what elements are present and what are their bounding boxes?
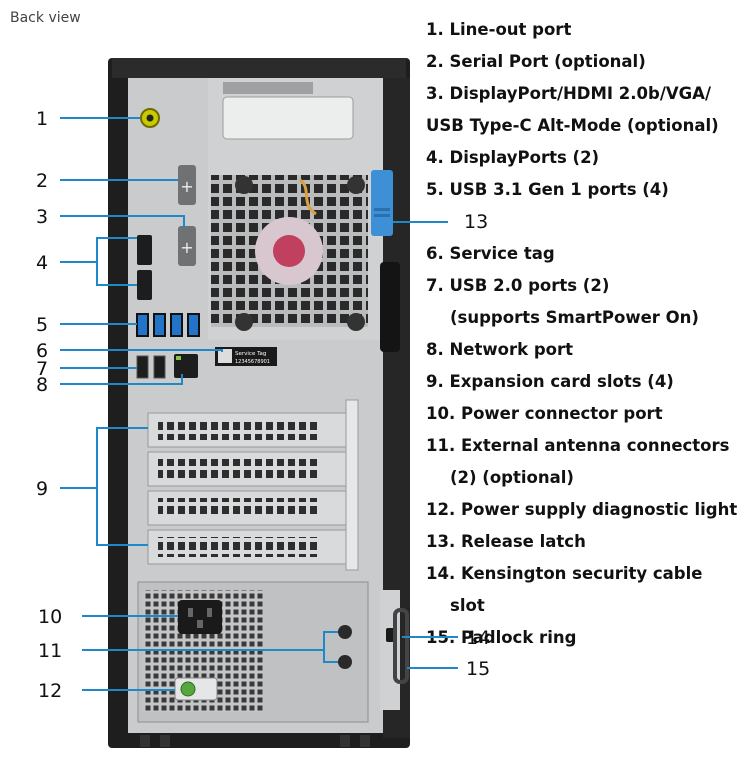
callout-number-8: 8 (36, 374, 48, 396)
legend-item: 3. DisplayPort/HDMI 2.0b/VGA/ (426, 84, 711, 103)
callout-number-11: 11 (38, 640, 62, 662)
legend-item: 14. Kensington security cable (426, 564, 703, 583)
callout-number-1: 1 (36, 108, 48, 130)
legend-item: 6. Service tag (426, 244, 555, 263)
legend-item: 15. Padlock ring (426, 628, 577, 647)
padlock-ring[interactable] (393, 608, 409, 684)
network-port-led (176, 356, 181, 360)
callout-number-12: 12 (38, 680, 62, 702)
legend-list: 1. Line-out port 2. Serial Port (optiona… (426, 14, 744, 654)
fan-hub-center (273, 235, 305, 267)
callout-number-2: 2 (36, 170, 48, 192)
callout-number-9: 9 (36, 478, 48, 500)
power-connector-pin (207, 608, 212, 617)
power-connector-port[interactable] (178, 600, 222, 634)
release-latch[interactable] (371, 170, 393, 236)
callout-number-3: 3 (36, 206, 48, 228)
release-latch-grip (374, 208, 390, 211)
expansion-slot-grille (158, 420, 318, 440)
leader-line-4a (60, 237, 137, 263)
callout-number-6: 6 (36, 340, 48, 362)
legend-item: 10. Power connector port (426, 404, 663, 423)
serial-port-symbol: + (180, 177, 193, 196)
leader-line-11 (82, 631, 338, 651)
chassis-top-lip (112, 58, 406, 78)
callout-number-5: 5 (36, 314, 48, 336)
leader-line-11b (323, 650, 338, 663)
service-tag-code: 12345678901 (235, 359, 270, 365)
view-title: Back view (10, 10, 81, 26)
leader-line-9b (96, 488, 148, 546)
displayport-1[interactable] (137, 235, 152, 265)
usb-3-1-port[interactable] (153, 313, 166, 337)
chassis-foot (360, 735, 370, 747)
legend-item: 4. DisplayPorts (2) (426, 148, 600, 167)
video-port-symbol: + (180, 238, 193, 257)
callout-number-15: 15 (466, 658, 490, 680)
legend-item: slot (450, 596, 485, 615)
expansion-slot-grille (158, 537, 318, 557)
leader-line-8 (60, 374, 183, 385)
side-handle (380, 262, 400, 352)
legend-item: 1. Line-out port (426, 20, 572, 39)
antenna-connector[interactable] (338, 655, 352, 669)
expansion-slot-grille (158, 498, 318, 518)
serial-port-optional[interactable] (178, 165, 196, 205)
legend-item: 7. USB 2.0 ports (2) (426, 276, 610, 295)
fan-wires (298, 178, 317, 216)
usb-2-0-port[interactable] (136, 355, 149, 379)
chassis-foot (160, 735, 170, 747)
release-latch-grip (374, 214, 390, 217)
leader-lines (60, 117, 458, 691)
power-connector-pin (188, 608, 193, 617)
legend-item: USB Type-C Alt-Mode (optional) (426, 116, 719, 135)
usb-2-0-port[interactable] (153, 355, 166, 379)
video-port-optional[interactable] (178, 226, 196, 266)
usb-3-1-port[interactable] (170, 313, 183, 337)
line-out-port-hole (146, 114, 154, 122)
legend-item: 5. USB 3.1 Gen 1 ports (4) (426, 180, 669, 199)
kensington-security-slot[interactable] (386, 628, 394, 642)
fan-screw (347, 313, 365, 331)
usb-3-1-port[interactable] (187, 313, 200, 337)
expansion-bracket (345, 399, 359, 571)
service-tag-qr-icon (218, 349, 232, 363)
power-supply-diagnostic-light (180, 681, 196, 697)
callout-number-7: 7 (36, 358, 48, 380)
power-connector-pin (197, 620, 203, 628)
legend-item: 12. Power supply diagnostic light (426, 500, 738, 519)
fan-screw (347, 176, 365, 194)
leader-line-3 (60, 215, 185, 228)
legend-item: 11. External antenna connectors (426, 436, 730, 455)
legend-item: (supports SmartPower On) (450, 308, 699, 327)
callout-number-14: 14 (466, 627, 490, 649)
service-tag-title: Service Tag (235, 351, 266, 357)
usb-3-1-port[interactable] (136, 313, 149, 337)
callout-number-4: 4 (36, 252, 48, 274)
fan-screw (235, 176, 253, 194)
legend-item: 9. Expansion card slots (4) (426, 372, 674, 391)
chassis-top-notch (223, 82, 313, 94)
callout-number-13: 13 (464, 211, 489, 233)
leader-line-4b (96, 262, 137, 286)
chassis-foot (340, 735, 350, 747)
displayport-2[interactable] (137, 270, 152, 300)
legend-item: 8. Network port (426, 340, 573, 359)
expansion-slot-grille (158, 459, 318, 479)
legend-item: (2) (optional) (450, 468, 574, 487)
leader-line-6 (60, 349, 223, 352)
handle-recess (222, 96, 354, 140)
callout-number-10: 10 (38, 606, 62, 628)
chassis-foot (140, 735, 150, 747)
legend-item: 13. Release latch (426, 532, 586, 551)
legend-item: 2. Serial Port (optional) (426, 52, 646, 71)
antenna-connector[interactable] (338, 625, 352, 639)
fan-screw (235, 313, 253, 331)
leader-line-9 (60, 427, 148, 489)
